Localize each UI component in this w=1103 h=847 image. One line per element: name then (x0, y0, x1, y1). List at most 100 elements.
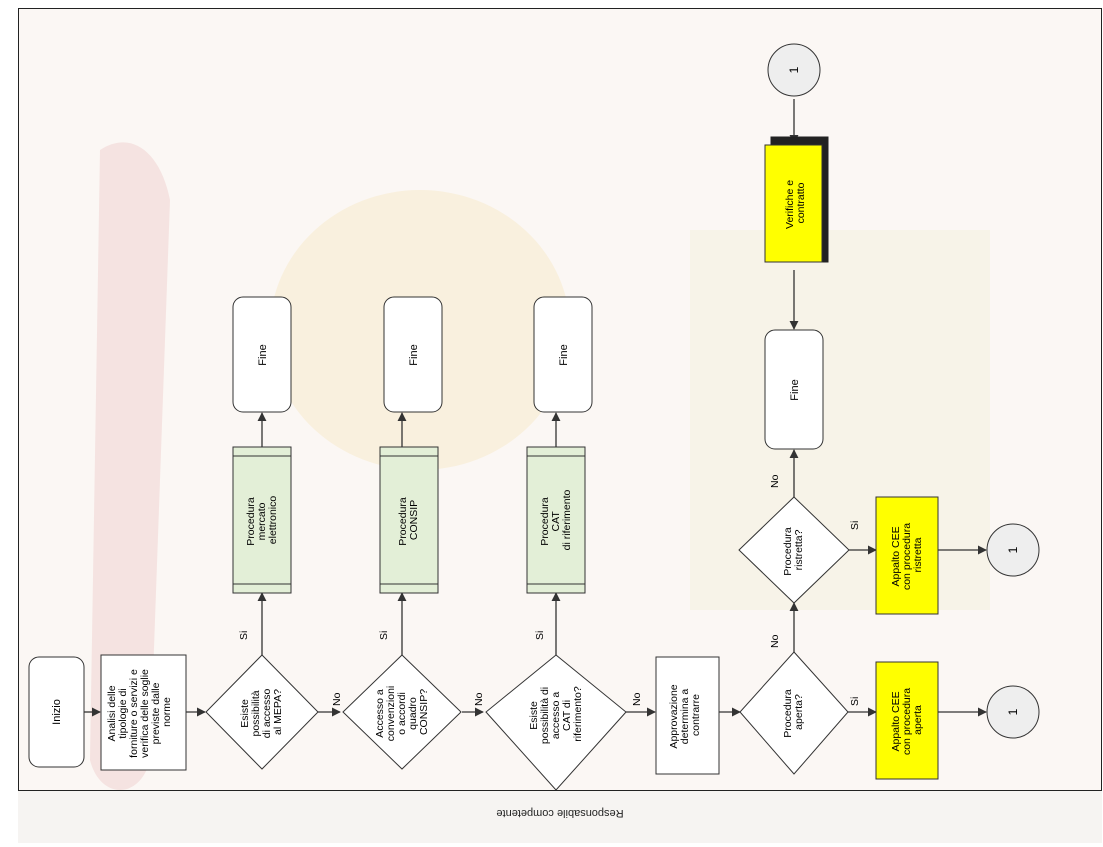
approval-line-1: Approvazione (668, 684, 680, 748)
consip-line-4: quadro (407, 697, 419, 730)
proc-mepa-line-3: elettronico (267, 496, 279, 545)
proc-consip-line-1: Procedura (397, 497, 409, 546)
decision-consip: Accesso a convenzioni o accordi quadro C… (342, 654, 462, 770)
label-no-consip: No (473, 692, 485, 706)
connector-top: 1 (767, 43, 821, 97)
analysis-line-6: norme (161, 697, 173, 727)
start-node: Inizio (28, 656, 85, 768)
mepa-line-1: Esiste (239, 699, 251, 728)
edge-labels: Si No Si No Si No No Si Si No (238, 474, 861, 706)
cee-open-label: Appalto CEE con procedura aperta (890, 685, 924, 755)
label-no-restricted: No (769, 474, 781, 488)
cat-line-2: possibilità di (539, 687, 551, 744)
procedure-consip-box: Procedura CONSIP (379, 446, 439, 594)
end-node-main: Fine (764, 329, 824, 450)
end-cat-label: Fine (558, 344, 570, 365)
verify-contract-box: Verifiche e contratto (764, 136, 829, 263)
decision-mepa: Esiste possibilità di accesso al MEPA? (205, 654, 319, 770)
end-node-cat: Fine (533, 296, 593, 413)
label-si-open: Si (849, 697, 861, 706)
cee-restricted-label: Appalto CEE con procedura ristretta (890, 520, 924, 590)
end-node-mepa: Fine (232, 296, 292, 413)
approval-line-3: contrarre (690, 694, 702, 736)
label-no-mepa: No (331, 692, 343, 706)
verify-line-1: Verifiche e (784, 180, 796, 229)
decision-consip-label: Accesso a convenzioni o accordi quadro C… (374, 683, 430, 741)
label-no-open: No (769, 634, 781, 648)
connectors (84, 99, 987, 717)
end-node-consip: Fine (383, 296, 443, 413)
label-no-cat: No (631, 692, 643, 706)
open-line-2: aperta? (793, 694, 805, 730)
procedure-mepa-label: Procedura mercato elettronico (245, 494, 279, 545)
cat-line-4: CAT di (561, 700, 573, 731)
label-si-consip: Si (378, 631, 390, 640)
analysis-line-1: Analisi delle (106, 685, 118, 741)
decision-restricted-label: Procedura ristretta? (782, 524, 805, 575)
proc-mepa-line-2: mercato (256, 502, 268, 540)
analysis-line-4: verifica delle soglie (139, 669, 151, 758)
proc-mepa-line-1: Procedura (245, 497, 257, 546)
consip-line-1: Accesso a (374, 689, 386, 738)
cee-open-line-1: Appalto CEE (890, 691, 902, 751)
connector-open-label: 1 (1006, 708, 1020, 715)
analysis-line-5: previste dalle (150, 682, 162, 744)
open-line-1: Procedura (782, 689, 794, 738)
label-si-restricted: Si (849, 521, 861, 530)
connector-open: 1 (986, 685, 1040, 739)
start-label: Inizio (51, 699, 63, 725)
consip-line-5: CONSIP? (418, 689, 430, 735)
proc-cat-line-1: Procedura (539, 497, 551, 546)
decision-restricted: Procedura ristretta? (738, 496, 850, 604)
procedure-cat-label: Procedura CAT di riferimento (539, 490, 573, 551)
mepa-line-4: al MEPA? (272, 689, 284, 735)
procedure-consip-label: Procedura CONSIP (397, 494, 420, 545)
analysis-box: Analisi delle tipologie di forniture o s… (100, 654, 187, 771)
decision-open-label: Procedura aperta? (782, 686, 805, 737)
cat-line-5: riferimento? (572, 686, 584, 742)
procedure-cat-box: Procedura CAT di riferimento (526, 446, 586, 594)
restricted-line-2: ristretta? (793, 529, 805, 570)
approval-box: Approvazione determina a contrarre (655, 656, 720, 775)
connector-restricted-label: 1 (1006, 546, 1020, 553)
procedure-mepa-box: Procedura mercato elettronico (232, 446, 292, 594)
analysis-label: Analisi delle tipologie di forniture o s… (106, 666, 173, 758)
decision-open: Procedura aperta? (739, 651, 849, 775)
label-si-cat: Si (534, 631, 546, 640)
swimlane-label-strip: Responsabile competente (18, 790, 1102, 843)
cat-line-1: Esiste (528, 701, 540, 730)
connector-top-label: 1 (787, 66, 801, 73)
mepa-line-2: possibilità (250, 690, 262, 736)
swimlane-label: Responsabile competente (496, 807, 624, 819)
restricted-line-1: Procedura (782, 527, 794, 576)
cee-open-box: Appalto CEE con procedura aperta (875, 661, 939, 780)
proc-cat-line-3: di riferimento (561, 490, 573, 551)
cee-restricted-box: Appalto CEE con procedura ristretta (875, 496, 939, 615)
decision-cat: Esiste possibilità di accesso a CAT di r… (485, 654, 627, 791)
consip-line-3: o accordi (396, 692, 408, 735)
proc-consip-line-2: CONSIP (408, 500, 420, 540)
decision-mepa-label: Esiste possibilità di accesso al MEPA? (239, 686, 284, 739)
verify-label: Verifiche e contratto (784, 177, 807, 229)
cee-restricted-line-2: con procedura (901, 523, 913, 590)
cat-line-3: accesso a (550, 692, 562, 739)
analysis-line-3: forniture o servizi e (128, 669, 140, 758)
label-si-mepa: Si (238, 631, 250, 640)
proc-cat-line-2: CAT (550, 511, 562, 532)
end-consip-label: Fine (408, 344, 420, 365)
decision-cat-label: Esiste possibilità di accesso a CAT di r… (528, 684, 584, 744)
approval-label: Approvazione determina a contrarre (668, 681, 702, 748)
cee-restricted-line-3: ristretta (912, 537, 924, 572)
cee-open-line-2: con procedura (901, 688, 913, 755)
end-main-label: Fine (789, 379, 801, 400)
cee-restricted-line-1: Appalto CEE (890, 526, 902, 586)
analysis-line-2: tipologie di (117, 688, 129, 738)
cee-open-line-3: aperta (912, 705, 924, 735)
verify-line-2: contratto (795, 182, 807, 223)
consip-line-2: convenzioni (385, 686, 397, 741)
connector-restricted: 1 (986, 523, 1040, 577)
approval-line-2: determina a (679, 689, 691, 745)
mepa-line-3: di accesso (261, 688, 273, 738)
